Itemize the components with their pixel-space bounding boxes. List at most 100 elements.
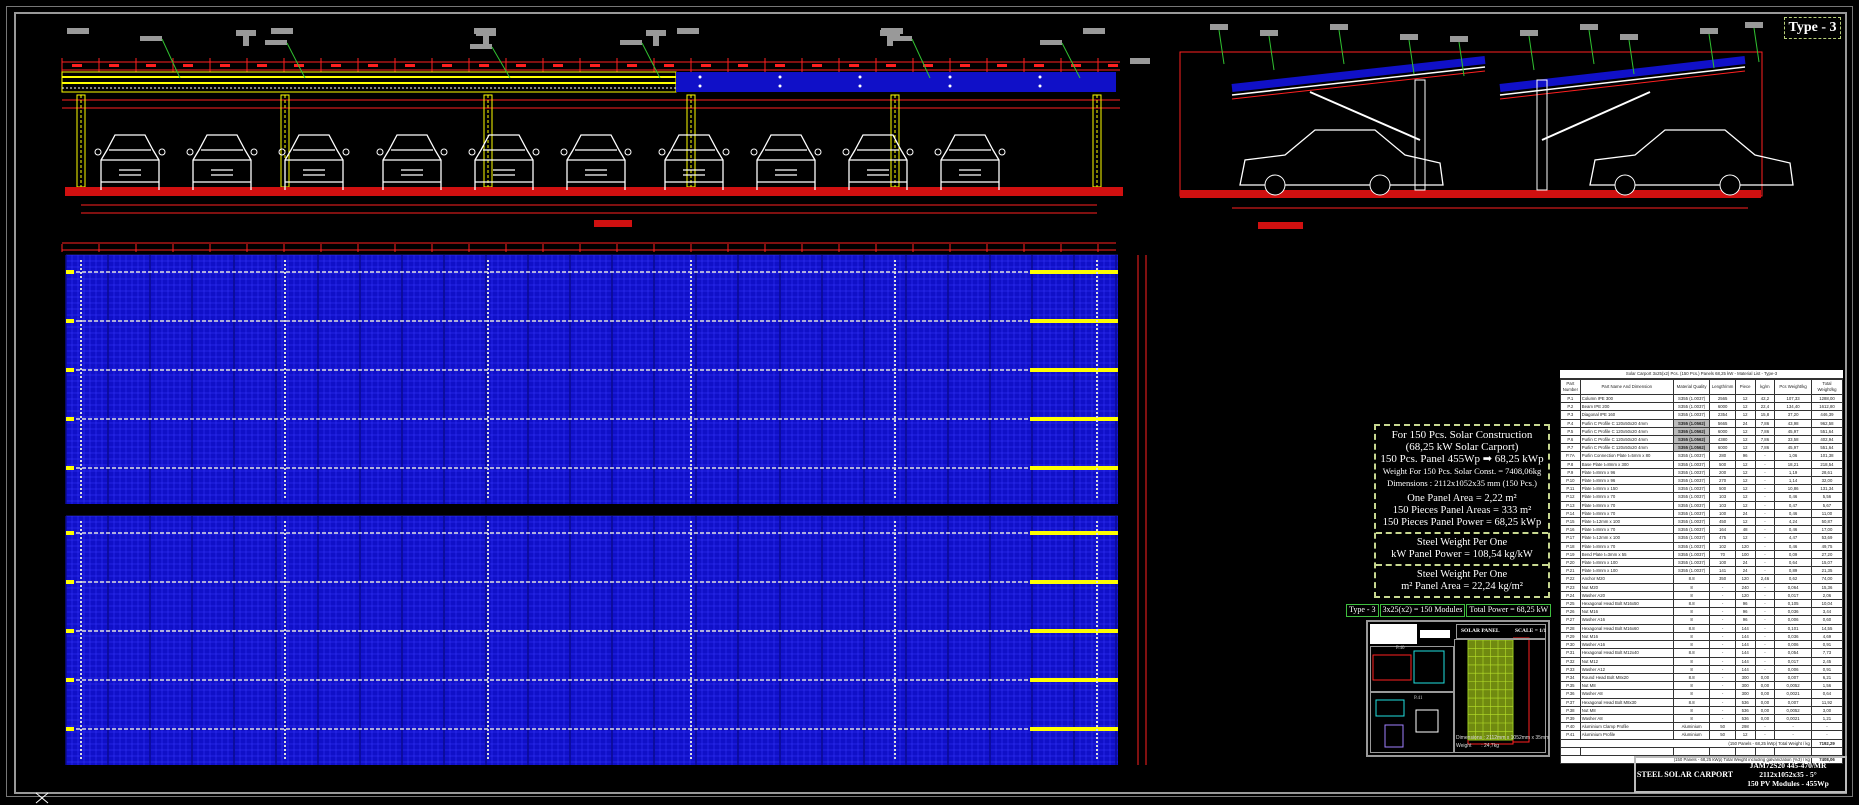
- table-cell: 0,46: [1774, 508, 1812, 519]
- callout-label: [1520, 30, 1538, 36]
- table-cell: S355 (1.0037): [1672, 549, 1711, 560]
- table-cell: 144: [1734, 648, 1756, 658]
- table-cell: P.28: [1560, 623, 1581, 633]
- table-cell: 0,91: [1810, 640, 1844, 650]
- bolt-mark: [858, 84, 862, 88]
- t-section-label: [880, 30, 900, 36]
- table-cell: 1612,80: [1810, 402, 1844, 412]
- table-cell: 42,2: [1754, 393, 1776, 404]
- table-cell: [1672, 746, 1711, 756]
- table-cell: 0,0052: [1774, 681, 1812, 691]
- table-cell: 475: [1709, 533, 1736, 543]
- table-cell: [1560, 746, 1581, 756]
- rail-end-mark: [66, 678, 74, 682]
- table-cell: 101,38: [1810, 451, 1844, 461]
- right-canopy: [1499, 56, 1746, 100]
- front-elevation-view: [61, 28, 1150, 227]
- car-front-view: [842, 134, 914, 190]
- table-cell: Hexagonal Head Bolt M16x50: [1579, 599, 1674, 609]
- table-cell: -: [1754, 590, 1776, 601]
- table-cell: 280: [1709, 451, 1736, 461]
- table-cell: 551,64: [1810, 426, 1844, 437]
- leader-line: [1338, 29, 1345, 65]
- dimension-label: [594, 220, 632, 227]
- table-cell: 200: [1709, 467, 1736, 478]
- modules-cell: 3x25(x2) = 150 Modules: [1379, 604, 1466, 617]
- type-summary-bar: Type - 3 3x25(x2) = 150 Modules Total Po…: [1346, 604, 1552, 617]
- info-pieces-power: 150 Pieces Panel Power = 68,25 kWp: [1382, 517, 1542, 528]
- callout-label: [620, 40, 642, 45]
- table-cell: Washer A16: [1579, 640, 1674, 650]
- table-cell: 7,86: [1754, 435, 1776, 445]
- info-section-steel-per-m2: Steel Weight Per One m² Panel Area = 22,…: [1376, 566, 1548, 596]
- dimension-text-mark: [405, 64, 415, 67]
- table-cell: Round Head Bolt M8x20: [1579, 672, 1674, 683]
- rail-end-highlight: [1030, 417, 1118, 421]
- car-mirror: [376, 148, 384, 156]
- car-wheel: [1264, 174, 1286, 196]
- beam: [1231, 66, 1486, 96]
- panel-row: [1499, 56, 1746, 92]
- table-cell: 96: [1734, 599, 1756, 609]
- table-title: Solar Carport 3x25(x2) Pcs. (150 Pcs.) P…: [1560, 370, 1843, 379]
- sheet-outer-border: [6, 6, 1853, 797]
- car-mirror: [842, 148, 850, 156]
- table-cell: -: [1754, 467, 1776, 478]
- table-cell: 49,75: [1810, 541, 1844, 551]
- table-cell: S355 (1.0562): [1672, 435, 1711, 445]
- table-cell: 5665: [1709, 418, 1736, 428]
- table-cell: 144: [1734, 664, 1756, 674]
- rail-end-mark: [66, 319, 74, 323]
- info-dimensions: Dimensions : 2112x1052x35 mm (150 Pcs.): [1387, 478, 1537, 488]
- table-cell: 141: [1709, 566, 1736, 576]
- callout-label: [1040, 40, 1062, 45]
- table-cell: 12: [1734, 476, 1756, 486]
- rail-end-mark: [66, 417, 74, 421]
- column-header: Part Name And Dimension: [1579, 379, 1674, 395]
- table-cell: -: [1754, 533, 1776, 543]
- table-cell: -: [1754, 541, 1776, 551]
- leader-line: [286, 42, 306, 79]
- panel-count-text: 150 Pcs. Panel 455Wp: [1380, 453, 1480, 465]
- table-cell: P.39: [1560, 713, 1581, 724]
- table-cell: Plate t=8mm x 70: [1579, 525, 1674, 535]
- table-cell: 0,00: [1754, 713, 1776, 724]
- table-cell: 350: [1709, 574, 1736, 584]
- table-cell: -: [1754, 508, 1776, 519]
- table-cell: 0,00: [1754, 689, 1776, 699]
- t-section-label: [646, 30, 666, 36]
- callout-label: [140, 36, 162, 41]
- table-cell: Hexagonal Head Bolt M8x30: [1579, 697, 1674, 707]
- callout-label: [1450, 36, 1468, 42]
- car-mirror: [468, 148, 476, 156]
- callout-label: [470, 44, 492, 49]
- table-cell: 50: [1709, 730, 1736, 740]
- table-cell: Hexagonal Head Bolt M16x60: [1579, 623, 1674, 633]
- table-cell: 24: [1734, 508, 1756, 519]
- table-cell: P.1: [1560, 393, 1581, 404]
- title-block: STEEL SOLAR CARPORT JAM72S20 445-470/MR …: [1634, 756, 1847, 793]
- purlin: [1231, 70, 1486, 100]
- table-cell: 0,00: [1754, 672, 1776, 683]
- table-cell: P.6: [1560, 435, 1581, 445]
- table-cell: 12: [1734, 435, 1756, 445]
- table-cell: Washer A8: [1579, 713, 1674, 724]
- table-cell: -: [1709, 713, 1736, 724]
- table-cell: -: [1709, 689, 1736, 699]
- table-cell: 4,69: [1810, 631, 1844, 642]
- steel-per-kw-label: Steel Weight Per One: [1416, 537, 1508, 548]
- table-cell: 8.8: [1672, 697, 1711, 707]
- car-mirror: [440, 148, 448, 156]
- rail-end-highlight: [1030, 580, 1118, 584]
- car-front-view: [278, 134, 350, 190]
- table-cell: 0,006: [1774, 615, 1812, 625]
